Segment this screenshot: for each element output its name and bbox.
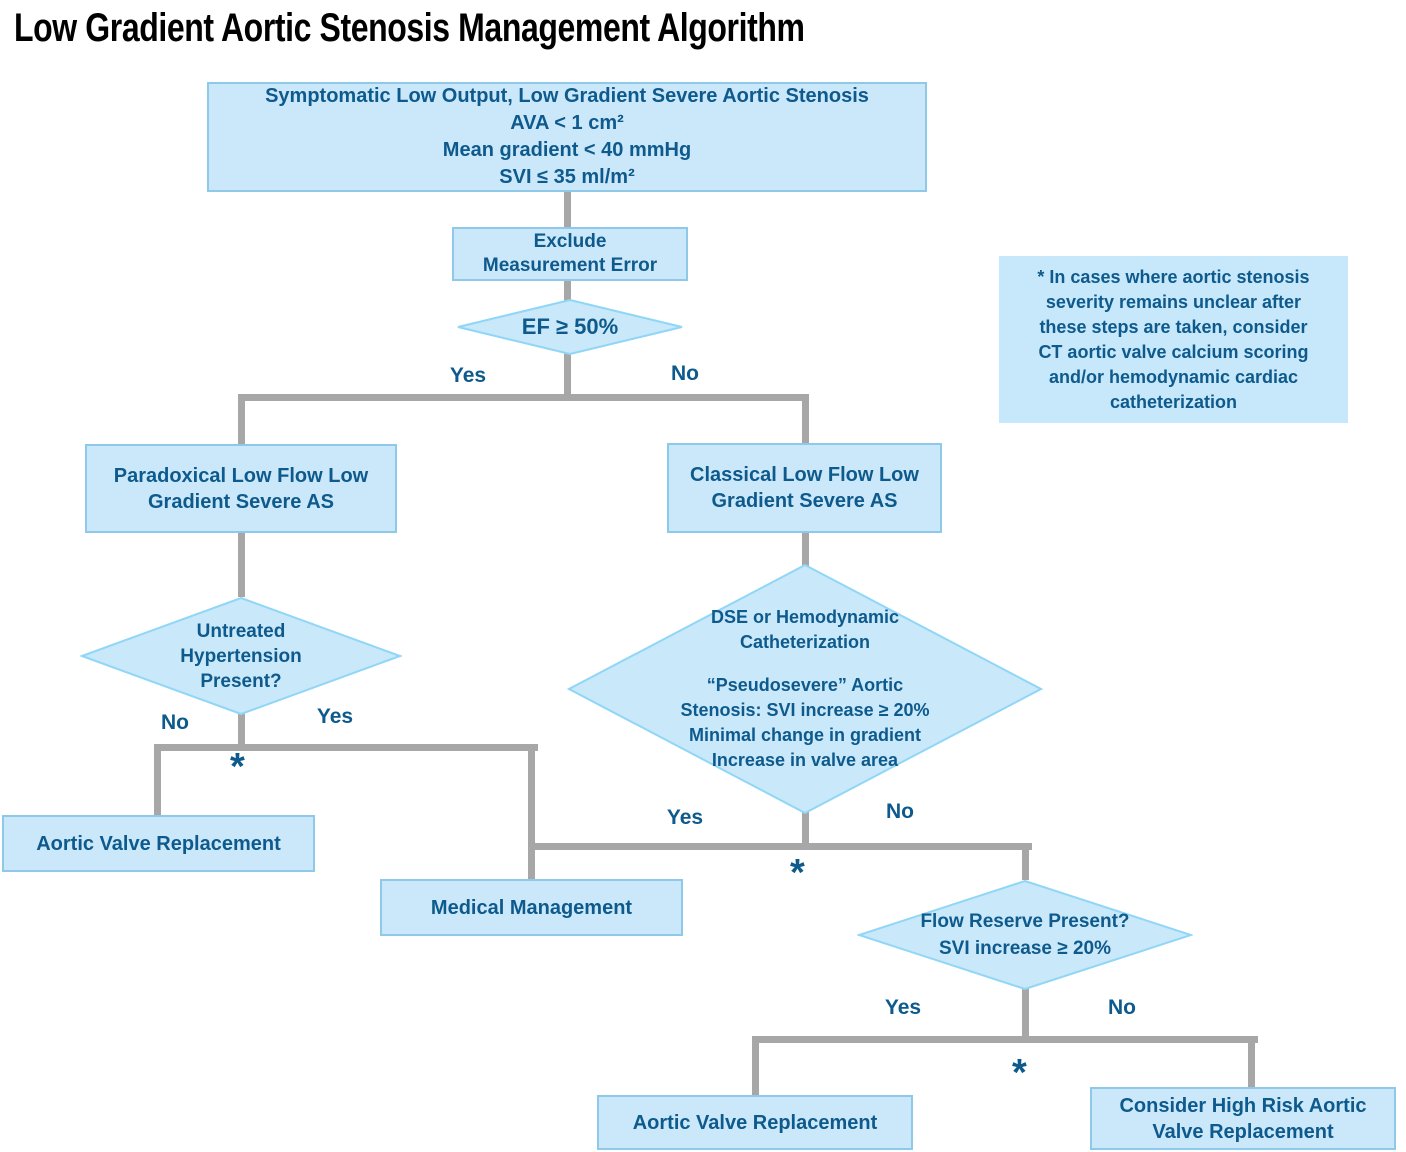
connector-line	[752, 1036, 759, 1095]
footnote-line: * In cases where aortic stenosis	[1037, 266, 1310, 287]
footnote-box: * In cases where aortic stenosis severit…	[999, 256, 1348, 423]
footnote-line: and/or hemodynamic cardiac	[1048, 366, 1299, 387]
classical-low-flow-node: Classical Low Flow Low Gradient Severe A…	[667, 443, 942, 533]
ef-decision-diamond: EF ≥ 50%	[456, 299, 684, 355]
aortic-valve-replacement-node: Aortic Valve Replacement	[597, 1095, 913, 1150]
connector-line	[528, 843, 1032, 850]
branch-label-yes: Yes	[884, 996, 922, 1019]
connector-line	[564, 350, 571, 398]
paradoxical-node-line: Gradient Severe AS	[147, 490, 334, 513]
dse-line: “Pseudosevere” Aortic	[706, 675, 904, 695]
connector-line	[154, 744, 161, 815]
connector-line	[238, 394, 809, 401]
consider-node-line: Consider High Risk Aortic	[1119, 1094, 1367, 1117]
connector-line	[1022, 843, 1029, 880]
diamond-shape	[857, 880, 1193, 990]
dse-line: Minimal change in gradient	[688, 725, 922, 745]
diamond-shape	[567, 564, 1043, 814]
start-node: Symptomatic Low Output, Low Gradient Sev…	[207, 82, 927, 192]
connector-line	[1248, 1036, 1255, 1087]
branch-label-no: No	[161, 711, 189, 734]
connector-line	[154, 744, 538, 751]
start-node-line: SVI ≤ 35 ml/m²	[499, 166, 635, 188]
branch-label-no: No	[886, 800, 914, 823]
paradoxical-node-line: Paradoxical Low Flow Low	[113, 464, 369, 487]
connector-line	[802, 810, 809, 850]
classical-node-line: Classical Low Flow Low	[690, 464, 919, 486]
dse-decision-diamond: DSE or Hemodynamic Catheterization “Pseu…	[567, 564, 1043, 814]
ef-decision-label: EF ≥ 50%	[521, 314, 619, 339]
start-node-line: Mean gradient < 40 mmHg	[442, 139, 692, 161]
hypertension-line: Present?	[200, 670, 282, 692]
connector-line	[1022, 988, 1029, 1043]
branch-label-yes: Yes	[316, 705, 354, 728]
aortic-valve-replacement-node: Aortic Valve Replacement	[2, 815, 315, 872]
branch-label-yes: Yes	[666, 806, 704, 829]
exclude-node-line: Exclude	[533, 231, 607, 252]
hypertension-line: Untreated	[196, 620, 286, 642]
dse-line: Stenosis: SVI increase ≥ 20%	[680, 700, 930, 720]
connector-line	[564, 192, 571, 230]
start-node-line: Symptomatic Low Output, Low Gradient Sev…	[265, 85, 869, 107]
flow-reserve-line: Flow Reserve Present?	[920, 911, 1130, 932]
exclude-node-line: Measurement Error	[482, 255, 658, 276]
connector-line	[564, 281, 571, 303]
hypertension-decision-diamond: Untreated Hypertension Present?	[80, 597, 402, 715]
avr-left-label: Aortic Valve Replacement	[36, 832, 281, 855]
consider-high-risk-avr-node: Consider High Risk Aortic Valve Replacem…	[1090, 1087, 1396, 1150]
hypertension-line: Hypertension	[180, 645, 302, 667]
dse-line: Increase in valve area	[711, 750, 899, 770]
hypertension-decision-label: Untreated Hypertension Present?	[80, 597, 402, 715]
connector-line	[238, 712, 245, 750]
footnote-line: catheterization	[1109, 391, 1238, 412]
branch-label-no: No	[1108, 996, 1136, 1019]
classical-node-line: Gradient Severe AS	[711, 490, 898, 512]
asterisk-marker: *	[1012, 1052, 1027, 1094]
exclude-measurement-error-node: Exclude Measurement Error	[452, 227, 688, 281]
flow-reserve-label: Flow Reserve Present? SVI increase ≥ 20%	[857, 880, 1193, 990]
footnote-line: CT aortic valve calcium scoring	[1038, 341, 1309, 362]
medical-management-node: Medical Management	[380, 879, 683, 936]
consider-node-line: Valve Replacement	[1152, 1120, 1334, 1143]
footnote-line: these steps are taken, consider	[1039, 316, 1308, 337]
paradoxical-low-flow-node: Paradoxical Low Flow Low Gradient Severe…	[85, 444, 397, 533]
diamond-shape	[457, 299, 683, 355]
connector-line	[528, 744, 535, 879]
page-title: Low Gradient Aortic Stenosis Management …	[14, 6, 805, 50]
diamond-shape	[80, 597, 402, 715]
medical-management-label: Medical Management	[430, 896, 633, 919]
flow-reserve-line: SVI increase ≥ 20%	[938, 938, 1112, 959]
dse-decision-label: DSE or Hemodynamic Catheterization “Pseu…	[567, 564, 1043, 814]
connector-line	[752, 1036, 1258, 1043]
dse-line: DSE or Hemodynamic	[710, 607, 900, 627]
asterisk-marker: *	[790, 852, 805, 894]
dse-line: Catheterization	[739, 632, 871, 652]
branch-label-yes: Yes	[449, 364, 487, 387]
avr-bottom-label: Aortic Valve Replacement	[632, 1111, 878, 1134]
start-node-line: AVA < 1 cm²	[510, 112, 624, 134]
footnote-line: severity remains unclear after	[1045, 291, 1302, 312]
flow-reserve-decision-diamond: Flow Reserve Present? SVI increase ≥ 20%	[857, 880, 1193, 990]
branch-label-no: No	[671, 362, 699, 385]
asterisk-marker: *	[230, 746, 245, 788]
